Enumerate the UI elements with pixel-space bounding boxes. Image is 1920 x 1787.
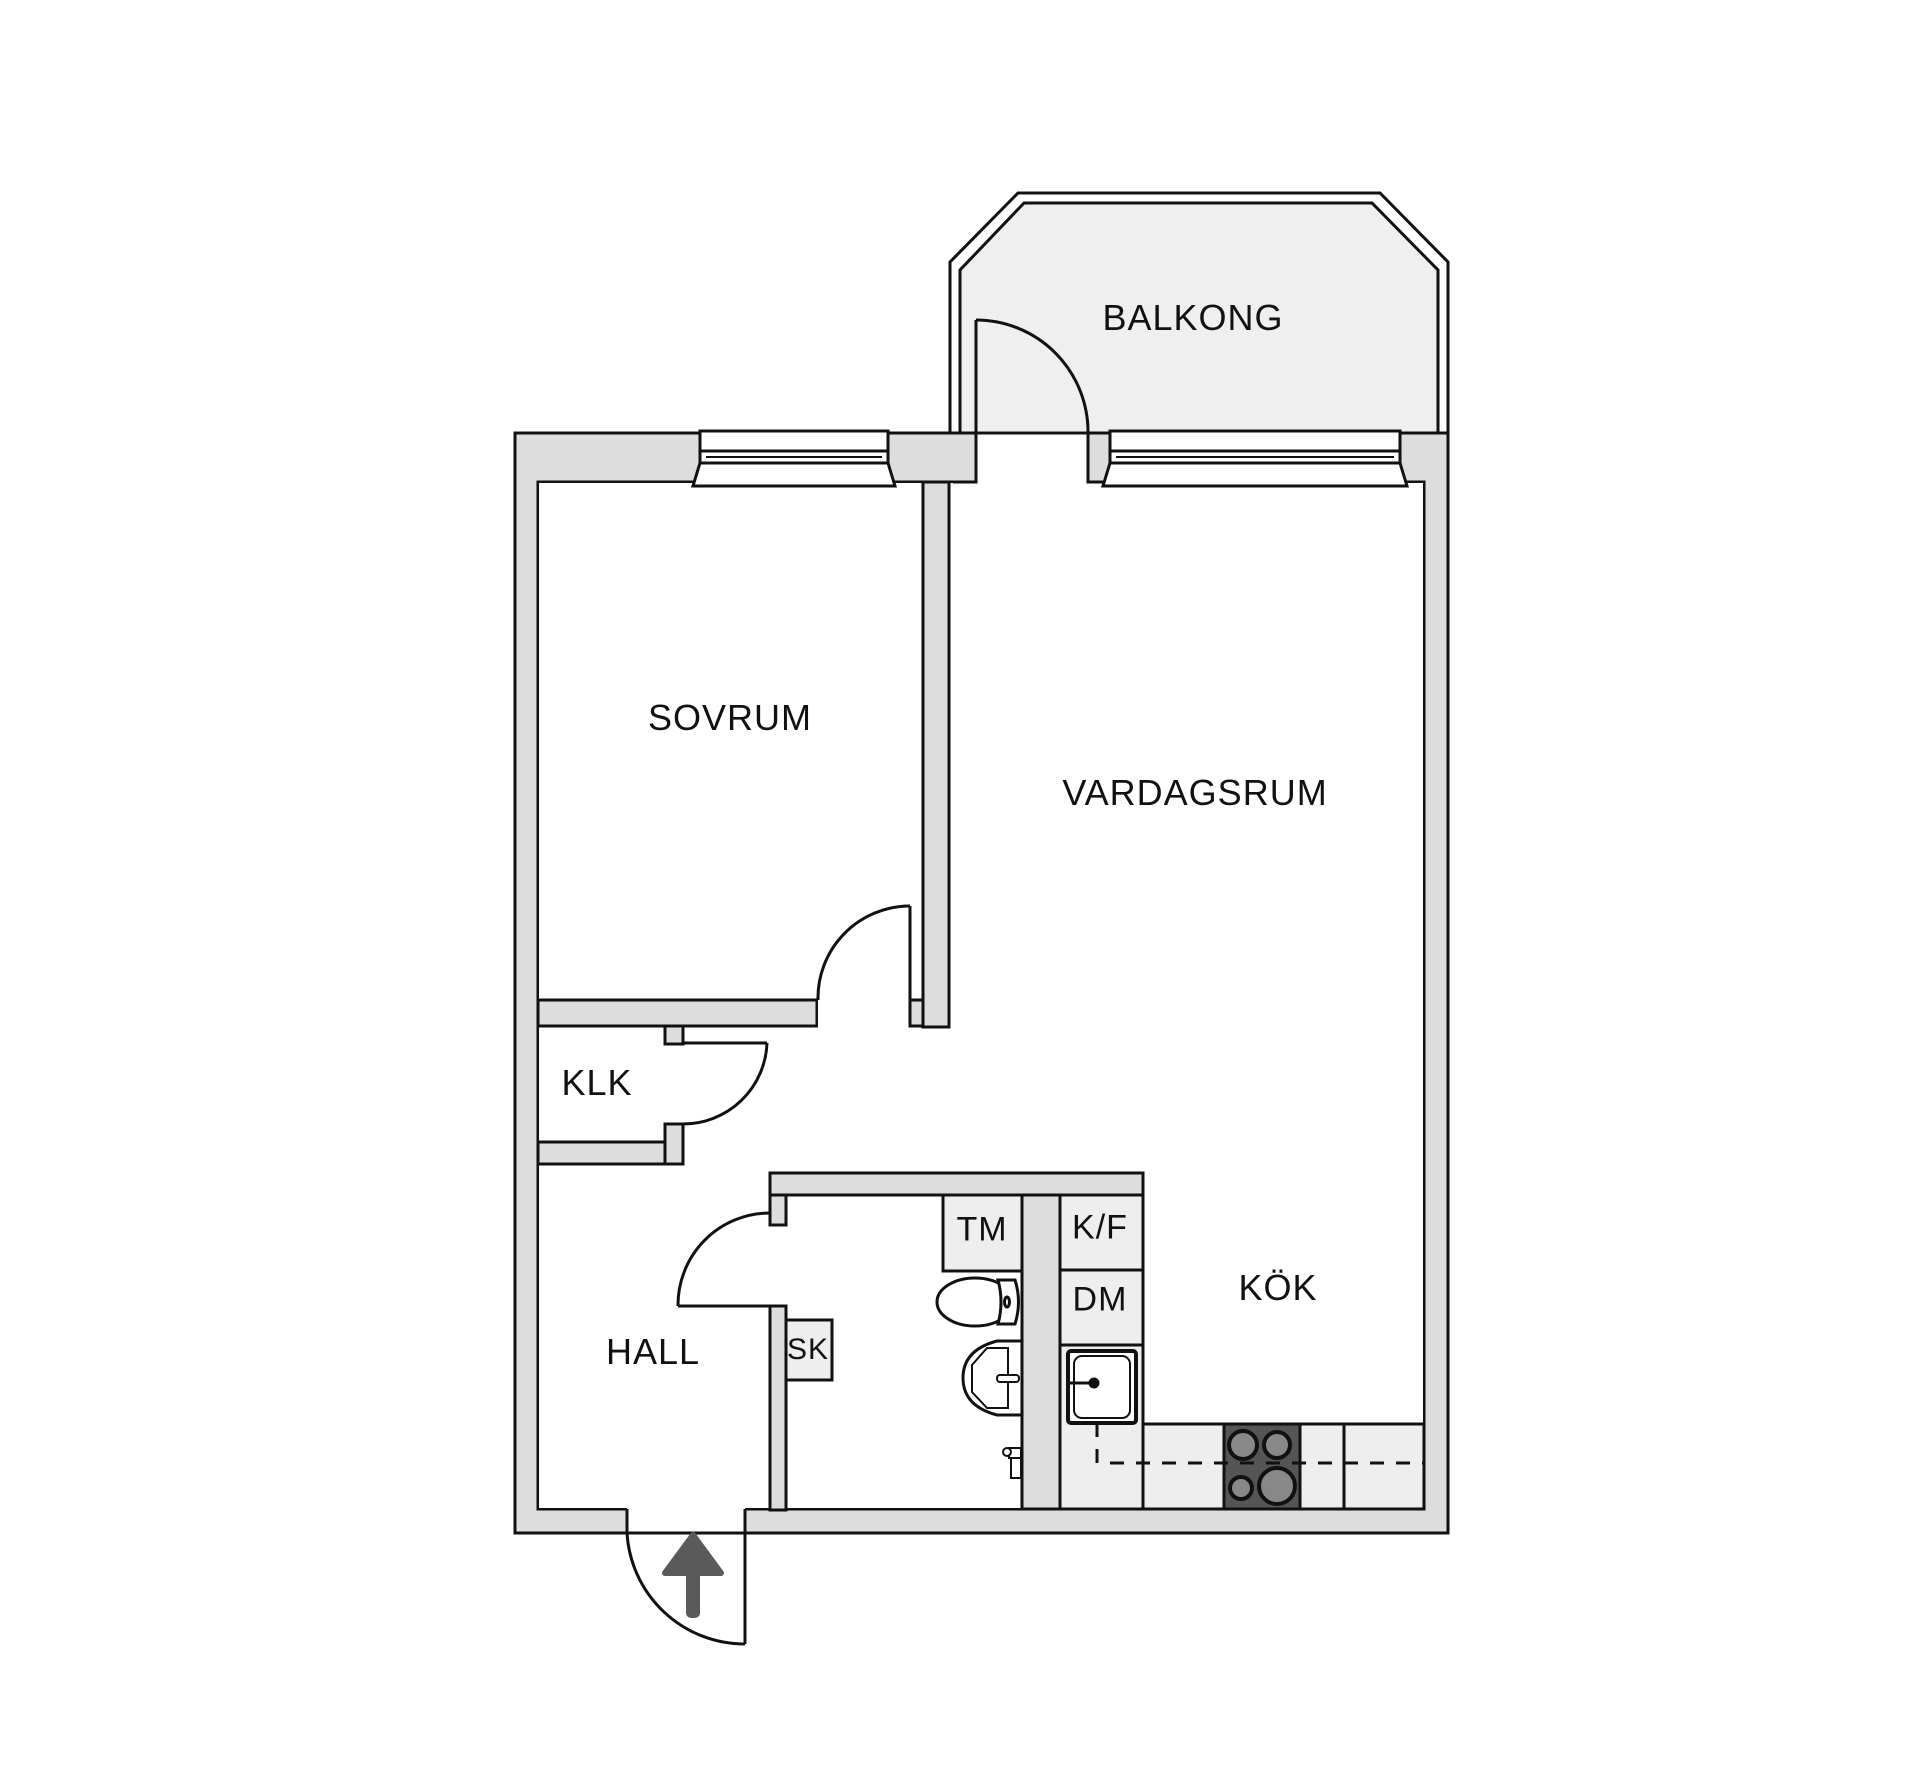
floor	[539, 483, 1423, 1508]
label-fridge-freezer: K/F	[1072, 1208, 1128, 1247]
label-wardrobe: SK	[786, 1333, 830, 1366]
kitchen-sink-icon	[1066, 1349, 1138, 1425]
toilet-icon	[935, 1276, 1020, 1328]
window-living-room	[1100, 429, 1410, 488]
entrance-arrow-icon	[662, 1532, 724, 1618]
balcony-door	[974, 318, 1090, 434]
sink-icon	[961, 1339, 1024, 1417]
interior-walls	[536, 480, 1145, 1512]
closet-door	[682, 1041, 769, 1126]
bedroom-door	[816, 904, 925, 1028]
label-washer: TM	[956, 1210, 1008, 1249]
window-bedroom	[690, 429, 898, 488]
openings	[625, 431, 1104, 1535]
bathroom-door	[676, 1211, 771, 1308]
room-label-balcony: BALKONG	[1102, 297, 1284, 338]
room-label-hall: HALL	[605, 1331, 701, 1372]
stove-icon	[1222, 1422, 1302, 1511]
wardrobe-cabinet	[784, 1318, 834, 1382]
shower-mixer-icon	[1002, 1447, 1022, 1479]
label-dishwasher: DM	[1072, 1280, 1128, 1319]
room-label-closet: KLK	[561, 1062, 633, 1103]
kitchen-counter	[1141, 1422, 1426, 1511]
entrance-door	[625, 1532, 747, 1646]
room-label-living-room: VARDAGSRUM	[1062, 772, 1328, 813]
washer-cabinet	[941, 1193, 1024, 1273]
room-label-bedroom: SOVRUM	[647, 697, 813, 738]
room-label-kitchen: KÖK	[1238, 1267, 1318, 1308]
counter-edge-dashes	[1095, 1423, 1424, 1468]
